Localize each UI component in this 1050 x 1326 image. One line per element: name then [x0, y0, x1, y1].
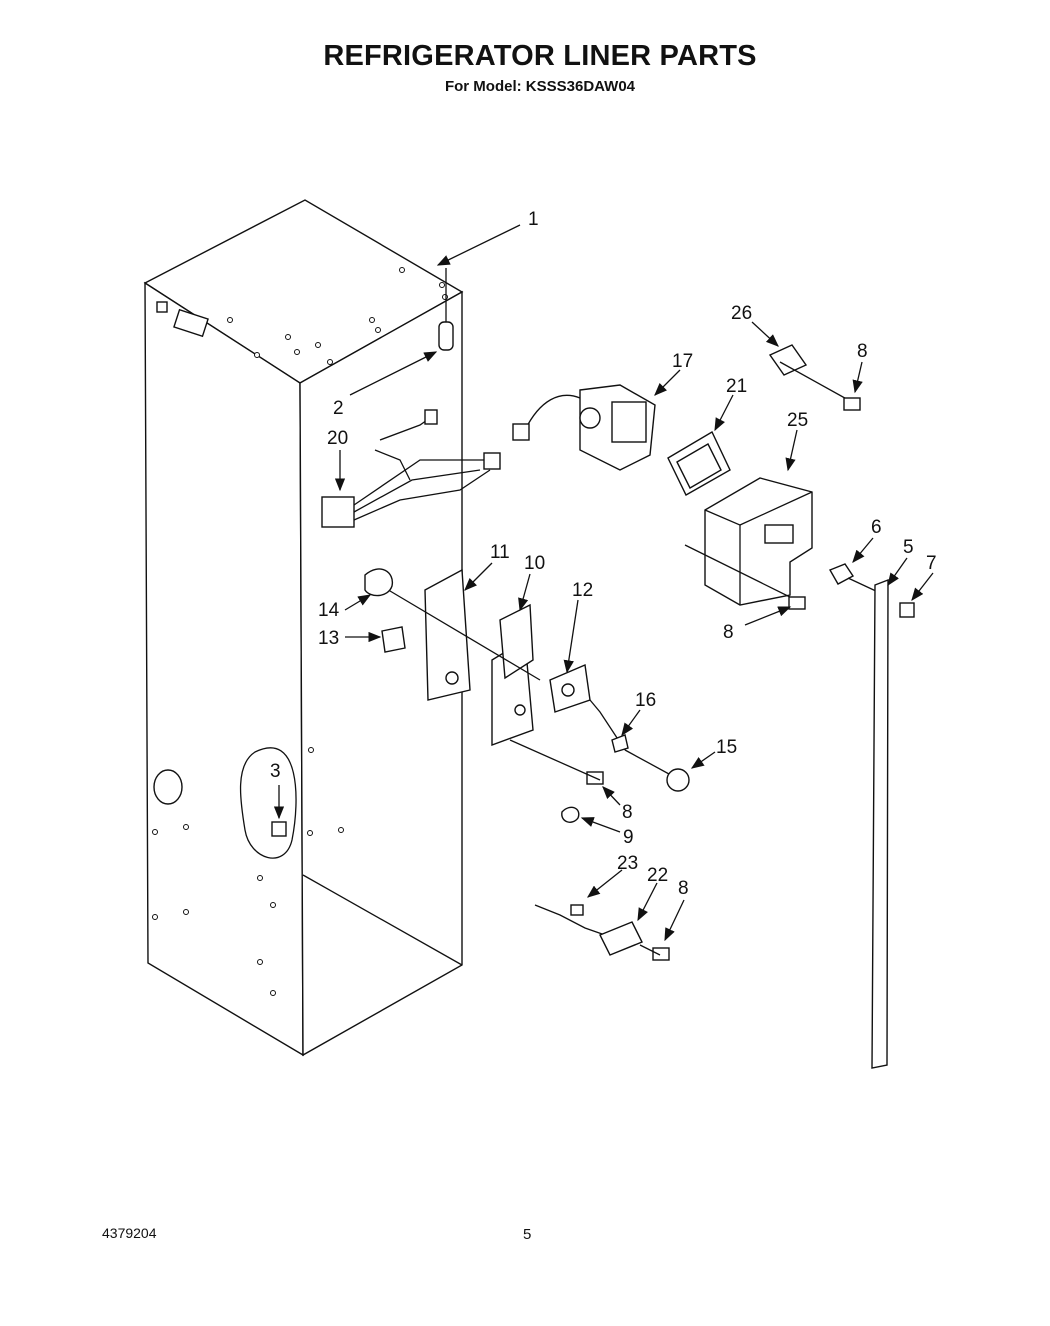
- callout-1: 1: [528, 209, 539, 230]
- callout-2: 2: [333, 398, 344, 419]
- screw-parts: [586, 397, 861, 961]
- model-subtitle: For Model: KSSS36DAW04: [444, 78, 636, 95]
- callout-23: 23: [617, 853, 638, 874]
- callout-8d: 8: [678, 878, 689, 899]
- bracket-parts: [384, 568, 690, 792]
- callout-8: 8: [857, 341, 868, 362]
- document-number: 4379204: [102, 1225, 157, 1241]
- callout-26: 26: [731, 303, 752, 324]
- callout-8c: 8: [622, 802, 633, 823]
- callout-6: 6: [871, 517, 882, 538]
- leader-lines: [273, 224, 934, 942]
- liner-cabinet: [143, 199, 464, 1057]
- part-9-plug: [561, 806, 580, 823]
- part-14-plug: [364, 568, 394, 597]
- page-number: 5: [523, 1226, 532, 1243]
- part-20-harness: [321, 409, 501, 528]
- callout-13: 13: [318, 628, 339, 649]
- callout-labels: 1 2 20 26 8 17 21 25 11 10 14 13 12 6 5 …: [270, 209, 937, 899]
- callout-22: 22: [647, 865, 668, 886]
- part-25-housing: [684, 477, 813, 606]
- part-17-control: [512, 384, 656, 471]
- part-6: [828, 563, 855, 585]
- part-2-sensor: [438, 268, 454, 351]
- part-13-pad: [381, 626, 406, 653]
- page-title: REFRIGERATOR LINER PARTS: [323, 40, 757, 72]
- callout-15: 15: [716, 737, 737, 758]
- callout-14: 14: [318, 600, 340, 621]
- callout-21: 21: [726, 376, 747, 397]
- callout-20: 20: [327, 428, 348, 449]
- callout-7: 7: [926, 553, 937, 574]
- callout-10: 10: [524, 553, 545, 574]
- part-21-frame: [667, 431, 731, 496]
- callout-16: 16: [635, 690, 656, 711]
- callout-5: 5: [903, 537, 914, 558]
- part-5-strip: [871, 578, 889, 1069]
- callout-8b: 8: [723, 622, 734, 643]
- callout-12: 12: [572, 580, 593, 601]
- part-3-clip: [271, 821, 287, 837]
- callout-25: 25: [787, 410, 808, 431]
- part-22-23-switch: [534, 904, 661, 956]
- part-26-clip: [768, 344, 808, 376]
- callout-3: 3: [270, 761, 281, 782]
- callout-17: 17: [672, 351, 693, 372]
- callout-11: 11: [490, 542, 510, 563]
- callout-9: 9: [623, 827, 634, 848]
- part-7-screw: [899, 602, 915, 618]
